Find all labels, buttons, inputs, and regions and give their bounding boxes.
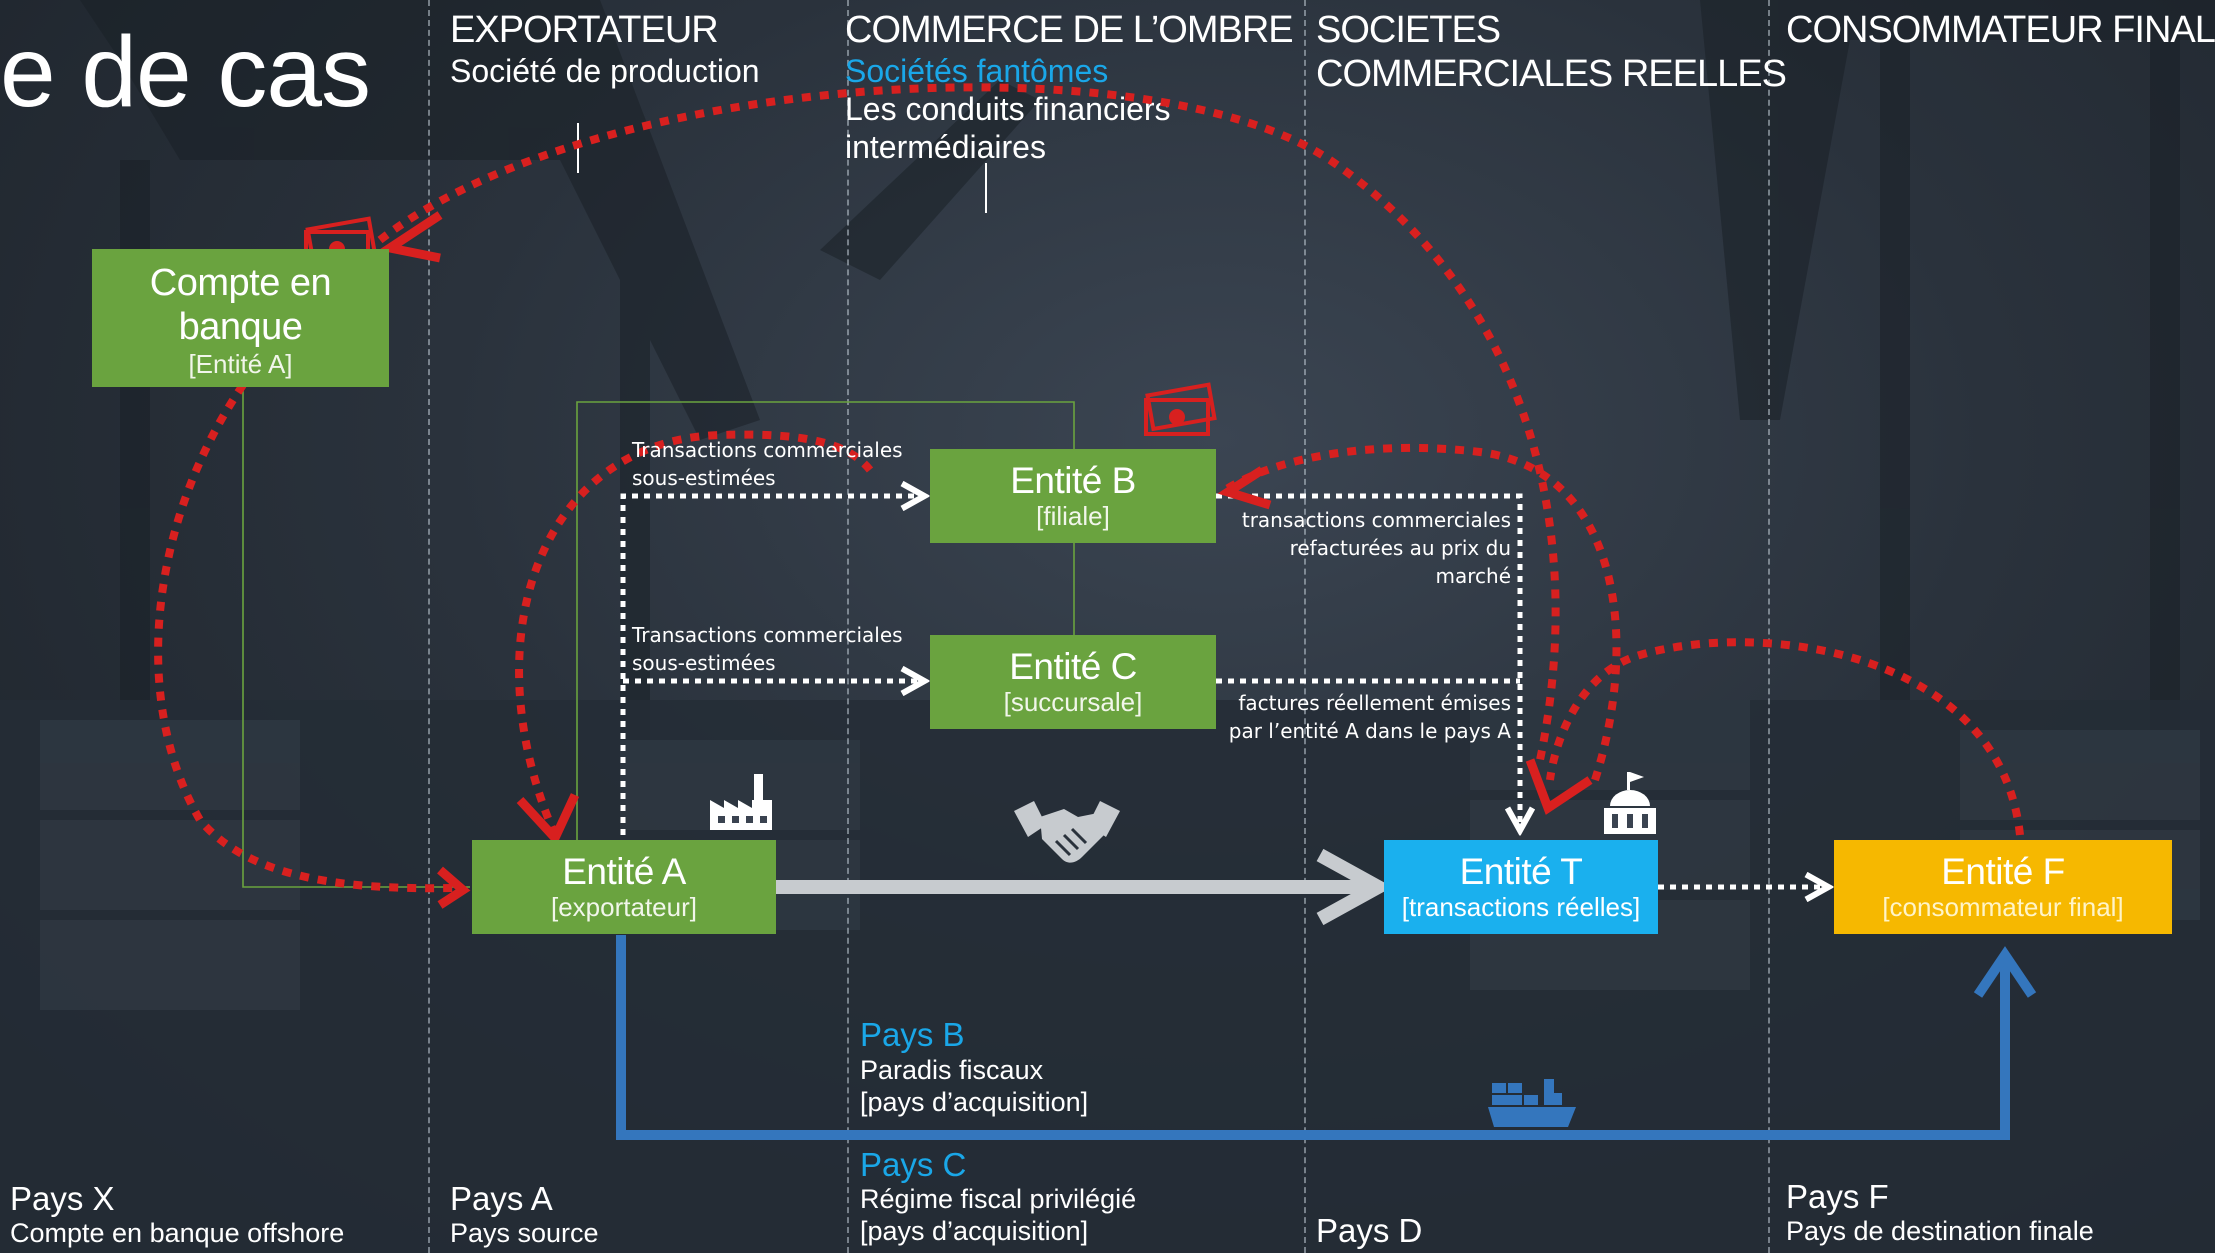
country-pays-a-name: Pays A [450, 1180, 553, 1217]
column-heading-exportateur: EXPORTATEUR [450, 9, 719, 51]
country-pays-c-line1: Régime fiscal privilégié [860, 1184, 1137, 1214]
entity-b-name: Entité B [1010, 460, 1136, 501]
entity-c-box: Entité C [succursale] [930, 635, 1216, 729]
country-pays-f-name: Pays F [1786, 1178, 1889, 1215]
red-arrowhead [437, 866, 471, 909]
flow-label-to-c-line1: Transactions commerciales [632, 623, 903, 647]
country-pays-x-name: Pays X [10, 1180, 115, 1217]
column-divider [1304, 0, 1306, 1253]
country-pays-b-line1: Paradis fiscaux [860, 1055, 1044, 1085]
column-heading-consommateur: CONSOMMATEUR FINAL [1786, 9, 2215, 51]
entity-t-box: Entité T [transactions réelles] [1384, 840, 1658, 934]
dotted-b-to-t [1216, 493, 1520, 828]
bank-account-label-line1: Compte en [149, 262, 332, 304]
dotted-a-to-b [620, 496, 922, 835]
country-pays-d-name: Pays D [1316, 1212, 1423, 1249]
handshake-icon [1014, 801, 1120, 863]
bank-account-box: Compte en banque [Entité A] [92, 249, 389, 387]
entity-a-role: [exportateur] [551, 892, 697, 922]
column-divider [847, 0, 849, 1253]
bank-account-label-line2: banque [178, 306, 303, 348]
bank-link-outline [242, 390, 470, 888]
column-divider [428, 0, 430, 1253]
entity-f-role: [consommateur final] [1882, 892, 2124, 922]
column-heading-societes-line2: COMMERCIALES REELLES [1316, 53, 1787, 95]
flow-label-from-c-line1: factures réellement émises [1238, 691, 1511, 715]
column-subtitle-commerce-line2: intermédiaires [845, 129, 1046, 165]
red-arrowhead [516, 793, 580, 846]
red-flow-t-to-b [1222, 443, 1621, 782]
entity-f-name: Entité F [1941, 851, 2065, 892]
country-pays-c-name: Pays C [860, 1146, 967, 1183]
flow-label-to-b-line1: Transactions commerciales [632, 438, 903, 462]
red-flow-bank-to-a [154, 382, 456, 893]
country-pays-c-line2: [pays d’acquisition] [860, 1216, 1089, 1246]
flow-label-to-c-line2: sous-estimées [632, 651, 776, 675]
column-subtitle-commerce-line1: Les conduits financiers [845, 91, 1171, 127]
red-arrowhead [1217, 466, 1272, 510]
money-icon [1144, 382, 1217, 436]
shipping-route [616, 935, 2010, 1140]
entity-a-box: Entité A [exportateur] [472, 840, 776, 934]
flow-label-from-b-line3: marché [1435, 564, 1512, 588]
page-title: e de cas [0, 16, 371, 128]
red-flow-a-to-b [515, 430, 874, 837]
column-heading-societes-line1: SOCIETES [1316, 9, 1501, 51]
column-divider [1768, 0, 1770, 1253]
flow-label-to-b-line2: sous-estimées [632, 466, 776, 490]
flow-label-from-c-line2: par l’entité A dans le pays A [1228, 719, 1511, 743]
entity-c-name: Entité C [1009, 646, 1137, 687]
column-subtitle-exportateur: Société de production [450, 53, 760, 89]
country-pays-b-name: Pays B [860, 1016, 965, 1053]
flow-label-from-b-line2: refacturées au prix du [1289, 536, 1511, 560]
entity-t-role: [transactions réelles] [1401, 892, 1641, 922]
country-pays-x-line1: Compte en banque offshore [10, 1218, 345, 1248]
shipping-route-arrowhead [1973, 946, 2037, 998]
government-building-icon [1604, 772, 1656, 834]
country-pays-b-line2: [pays d’acquisition] [860, 1087, 1089, 1117]
bank-account-owner: [Entité A] [188, 349, 293, 379]
entity-b-role: [filiale] [1036, 501, 1110, 531]
red-arrowhead [378, 211, 443, 263]
cargo-ship-icon [1488, 1079, 1576, 1127]
entity-t-name: Entité T [1459, 851, 1583, 892]
goods-arrowhead [1316, 848, 1393, 926]
entity-a-name: Entité A [562, 851, 686, 892]
red-arrowhead [1525, 758, 1593, 815]
flow-label-from-b-line1: transactions commerciales [1241, 508, 1511, 532]
country-pays-a-line1: Pays source [450, 1218, 599, 1248]
factory-icon [710, 774, 772, 830]
entity-f-box: Entité F [consommateur final] [1834, 840, 2172, 934]
country-pays-f-line1: Pays de destination finale [1786, 1216, 2094, 1246]
column-heading-commerce: COMMERCE DE L’OMBRE [845, 9, 1294, 51]
entity-b-box: Entité B [filiale] [930, 449, 1216, 543]
entity-c-role: [succursale] [1003, 687, 1143, 717]
column-highlight-commerce: Sociétés fantômes [845, 53, 1109, 89]
